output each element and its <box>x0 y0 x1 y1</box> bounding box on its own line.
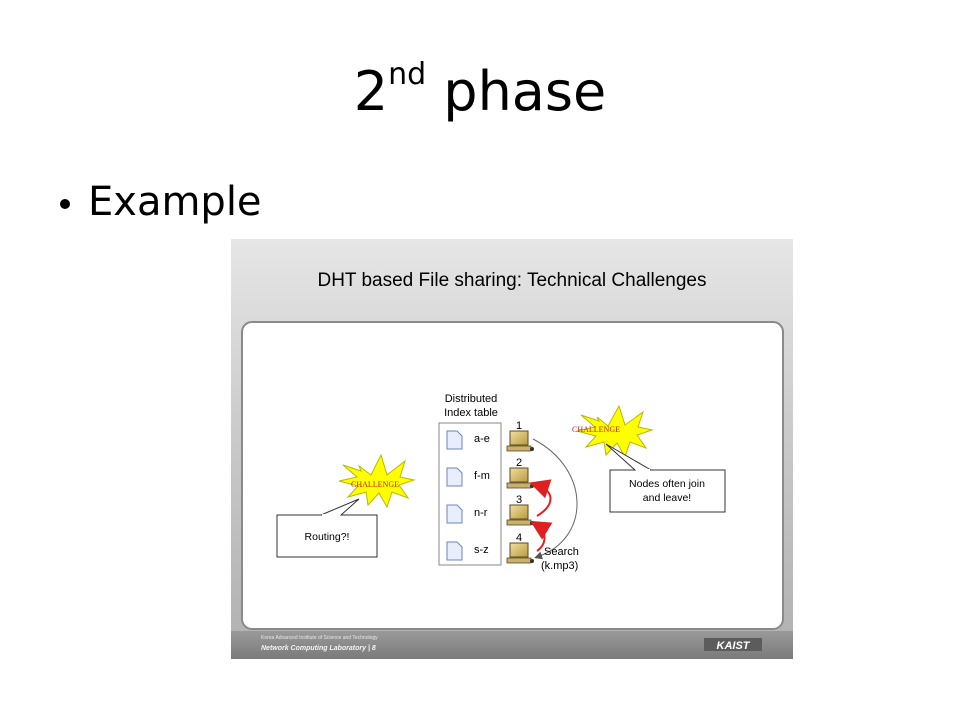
computer-icon <box>509 467 529 483</box>
index-entry-label: a-e <box>474 433 490 445</box>
index-entry-2: f-m <box>446 467 490 487</box>
node-computer-2: 2 <box>506 457 534 489</box>
callout-pointer <box>320 498 360 516</box>
computer-icon <box>509 430 529 446</box>
callout-right-line2: and leave! <box>643 492 691 504</box>
node-computer-4: 4 <box>506 532 534 564</box>
index-entry-3: n-r <box>446 504 488 524</box>
computer-icon <box>509 504 529 520</box>
node-number: 2 <box>516 457 522 469</box>
callout-box <box>276 514 378 558</box>
callout-left: Routing?! <box>276 498 378 558</box>
kaist-logo-text: KAIST <box>717 640 751 652</box>
footer-lab: Network Computing Laboratory | 8 <box>261 645 376 652</box>
kaist-logo: KAIST <box>704 638 762 652</box>
burst-label: CHALLENGE <box>572 425 620 434</box>
index-entry-label: s-z <box>474 544 489 556</box>
index-entry-4: s-z <box>446 541 489 561</box>
callout-left-text: Routing?! <box>305 531 350 543</box>
embedded-slide-image: DHT based File sharing: Technical Challe… <box>231 239 793 659</box>
footer-institution: Korea Advanced Institute of Science and … <box>261 635 378 641</box>
challenge-burst-left: CHALLENGE <box>338 453 416 509</box>
bullet-dot <box>60 199 70 209</box>
file-icon <box>446 467 463 487</box>
index-table-heading-line1: Distributed <box>445 393 498 405</box>
index-entry-1: a-e <box>446 430 490 450</box>
callout-pointer <box>605 443 652 471</box>
routing-arrow-4-to-3 <box>530 520 553 552</box>
callout-box <box>609 469 726 513</box>
index-entry-label: f-m <box>474 470 490 482</box>
file-icon <box>446 430 463 450</box>
slide-title: 2nd phase <box>353 57 607 124</box>
bullet-item: Example <box>60 172 262 232</box>
index-entry-label: n-r <box>474 507 488 519</box>
callout-right-line1: Nodes often join <box>629 478 705 490</box>
routing-arrow-3-to-2 <box>529 479 552 517</box>
bullet-text: Example <box>88 179 262 225</box>
node-number: 4 <box>516 532 522 544</box>
embedded-footer-bar <box>231 631 793 659</box>
index-table-heading-line2: Index table <box>444 407 498 419</box>
embedded-slide-title: DHT based File sharing: Technical Challe… <box>317 270 706 291</box>
node-number: 3 <box>516 494 522 506</box>
file-icon <box>446 541 463 561</box>
search-path-curve <box>532 438 578 560</box>
node-number: 1 <box>516 420 522 432</box>
node-computer-1: 1 <box>506 420 534 452</box>
callout-right: Nodes often join and leave! <box>605 443 726 513</box>
burst-label: CHALLENGE <box>351 480 399 489</box>
search-label-line2: (k.mp3) <box>541 560 578 572</box>
burst-icon <box>338 453 416 509</box>
file-icon <box>446 504 463 524</box>
search-label-line1: Search <box>544 546 579 558</box>
computer-icon <box>509 542 529 558</box>
